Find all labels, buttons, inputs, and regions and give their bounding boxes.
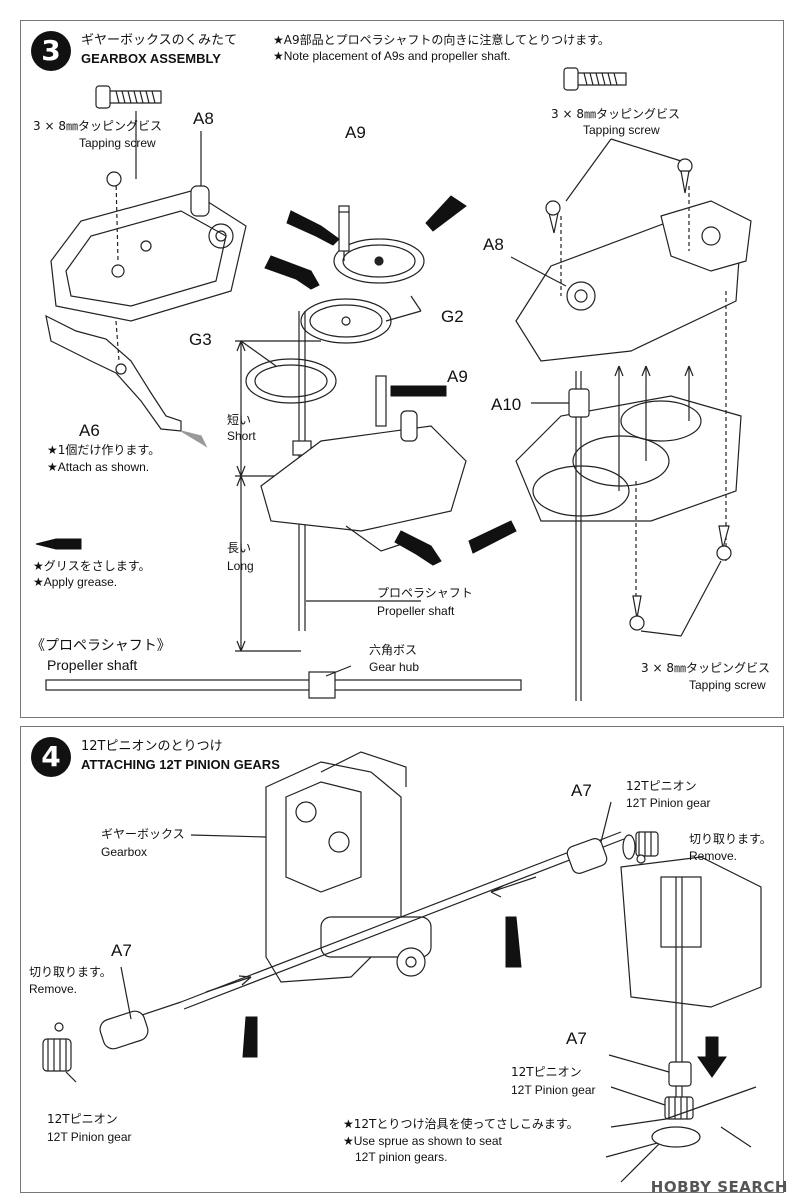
part-a7-right: A7 xyxy=(571,781,592,800)
gearbox-assembly-illustration xyxy=(35,67,752,701)
gear-hub-label-jp: 六角ボス xyxy=(369,643,418,657)
part-a7-bottom: A7 xyxy=(566,1029,587,1048)
gearbox-label-jp: ギヤーボックス xyxy=(101,827,185,841)
part-g3: G3 xyxy=(189,330,212,349)
part-a7-left: A7 xyxy=(111,941,132,960)
pinion-bottom-label-en: 12T Pinion gear xyxy=(511,1083,596,1097)
step-number: 4 xyxy=(31,737,71,777)
step4-panel: 4 12Tピニオンのとりつけ ATTACHING 12T PINION GEAR… xyxy=(20,726,784,1193)
pinion-left-label-en: 12T Pinion gear xyxy=(47,1130,132,1144)
pinion-bottom-label-jp: 12Tピニオン xyxy=(511,1065,582,1079)
propeller-shaft-title-en: Propeller shaft xyxy=(47,657,138,673)
note-en: ★Note placement of A9s and propeller sha… xyxy=(273,49,511,63)
screw-bottom-label-en: Tapping screw xyxy=(689,678,766,692)
part-a9-mid: A9 xyxy=(447,367,468,386)
long-label-jp: 長い xyxy=(227,541,252,555)
step-title-jp: 12Tピニオンのとりつけ xyxy=(81,739,223,754)
screw-bottom-label-jp: 3 × 8㎜タッピングビス xyxy=(641,661,770,675)
step3-panel: 3 ギヤーボックスのくみたて GEARBOX ASSEMBLY ★A9部品とプロ… xyxy=(20,20,784,718)
part-a10: A10 xyxy=(491,395,522,414)
long-label-en: Long xyxy=(227,559,254,573)
step-title-en: GEARBOX ASSEMBLY xyxy=(81,51,221,66)
a6-note-en: ★Attach as shown. xyxy=(47,460,150,474)
remove-left-label-en: Remove. xyxy=(29,982,78,996)
screw-left-label-en: Tapping screw xyxy=(79,136,156,150)
gearbox-label-en: Gearbox xyxy=(101,845,148,859)
part-g2: G2 xyxy=(441,307,464,326)
screw-right-label-en: Tapping screw xyxy=(583,123,660,137)
remove-left-label-jp: 切り取ります。 xyxy=(29,965,112,979)
grease-note-en: ★Apply grease. xyxy=(33,575,118,589)
short-label-en: Short xyxy=(227,429,256,443)
part-a6: A6 xyxy=(79,421,100,440)
part-a8-right: A8 xyxy=(483,235,504,254)
part-a8-left: A8 xyxy=(193,109,214,128)
pinion-gear-illustration xyxy=(42,751,762,1183)
sprue-note-en-2: 12T pinion gears. xyxy=(355,1150,448,1164)
propeller-shaft-label-jp: プロペラシャフト xyxy=(377,586,473,600)
grease-note-jp: ★グリスをさします。 xyxy=(33,559,151,573)
note-jp: ★A9部品とプロペラシャフトの向きに注意してとりつけます。 xyxy=(273,33,610,47)
step-title-en: ATTACHING 12T PINION GEARS xyxy=(81,757,280,772)
step-title-jp: ギヤーボックスのくみたて xyxy=(81,33,238,48)
sprue-note-en-1: ★Use sprue as shown to seat xyxy=(343,1134,502,1148)
short-label-jp: 短い xyxy=(227,413,252,427)
screw-right-label-jp: 3 × 8㎜タッピングビス xyxy=(551,107,680,121)
step-number: 3 xyxy=(31,31,71,71)
sprue-note-jp: ★12Tとりつけ治具を使ってさしこみます。 xyxy=(343,1117,579,1131)
propeller-shaft-title-jp: 《プロペラシャフト》 xyxy=(31,638,171,654)
pinion-right-label-en: 12T Pinion gear xyxy=(626,796,711,810)
gear-hub-label-en: Gear hub xyxy=(369,660,420,674)
remove-right-label-jp: 切り取ります。 xyxy=(689,832,772,846)
screw-left-label-jp: 3 × 8㎜タッピングビス xyxy=(33,119,162,133)
a6-note-jp: ★1個だけ作ります。 xyxy=(47,443,161,457)
propeller-shaft-label-en: Propeller shaft xyxy=(377,604,455,618)
remove-right-label-en: Remove. xyxy=(689,849,738,863)
watermark: HOBBY SEARCH xyxy=(650,1178,788,1196)
pinion-right-label-jp: 12Tピニオン xyxy=(626,779,697,793)
part-a9-top: A9 xyxy=(345,123,366,142)
pinion-left-label-jp: 12Tピニオン xyxy=(47,1112,118,1126)
